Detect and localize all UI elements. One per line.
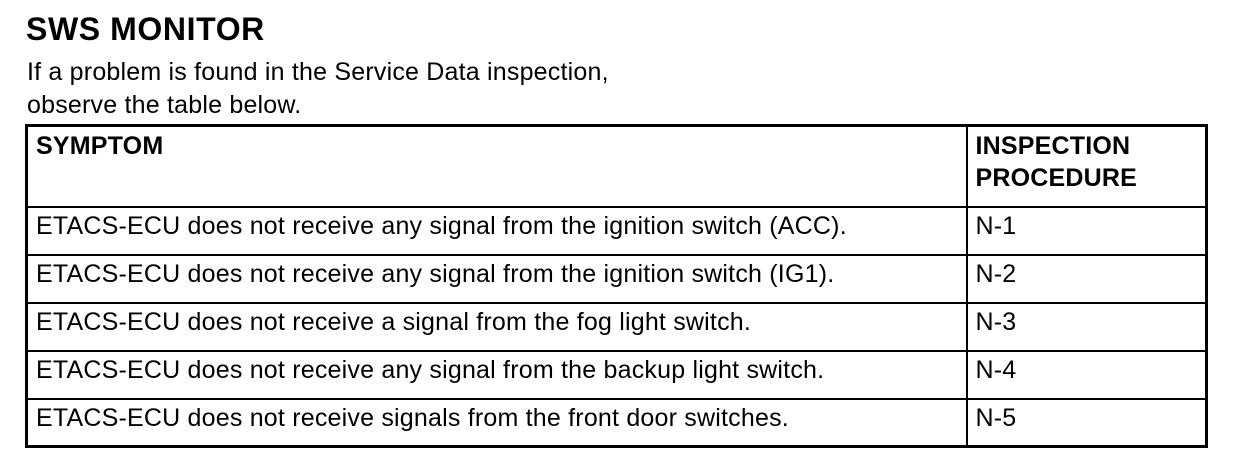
symptom-cell: ETACS-ECU does not receive any signal fr… [25, 349, 968, 400]
table-row: ETACS-ECU does not receive any signal fr… [25, 253, 1208, 304]
table-header-row: SYMPTOM INSPECTION PROCEDURE [25, 124, 1208, 208]
inspection-procedure-column-header: INSPECTION PROCEDURE [965, 124, 1208, 208]
procedure-cell: N-2 [965, 253, 1208, 304]
symptom-cell: ETACS-ECU does not receive a signal from… [25, 301, 968, 352]
table-row: ETACS-ECU does not receive a signal from… [25, 301, 1208, 352]
symptom-cell: ETACS-ECU does not receive signals from … [25, 397, 968, 448]
procedure-cell: N-3 [965, 301, 1208, 352]
page-title: SWS MONITOR [26, 11, 265, 47]
symptom-inspection-table: SYMPTOM INSPECTION PROCEDURE ETACS-ECU d… [25, 124, 1208, 448]
procedure-cell: N-1 [965, 205, 1208, 256]
procedure-cell: N-5 [965, 397, 1208, 448]
procedure-cell: N-4 [965, 349, 1208, 400]
intro-line-1: If a problem is found in the Service Dat… [27, 58, 609, 86]
table-row: ETACS-ECU does not receive any signal fr… [25, 205, 1208, 256]
symptom-column-header: SYMPTOM [25, 124, 968, 208]
symptom-cell: ETACS-ECU does not receive any signal fr… [25, 205, 968, 256]
intro-line-2: observe the table below. [27, 91, 302, 119]
symptom-cell: ETACS-ECU does not receive any signal fr… [25, 253, 968, 304]
table-row: ETACS-ECU does not receive any signal fr… [25, 349, 1208, 400]
table-row: ETACS-ECU does not receive signals from … [25, 397, 1208, 448]
intro-text: If a problem is found in the Service Dat… [27, 56, 609, 122]
